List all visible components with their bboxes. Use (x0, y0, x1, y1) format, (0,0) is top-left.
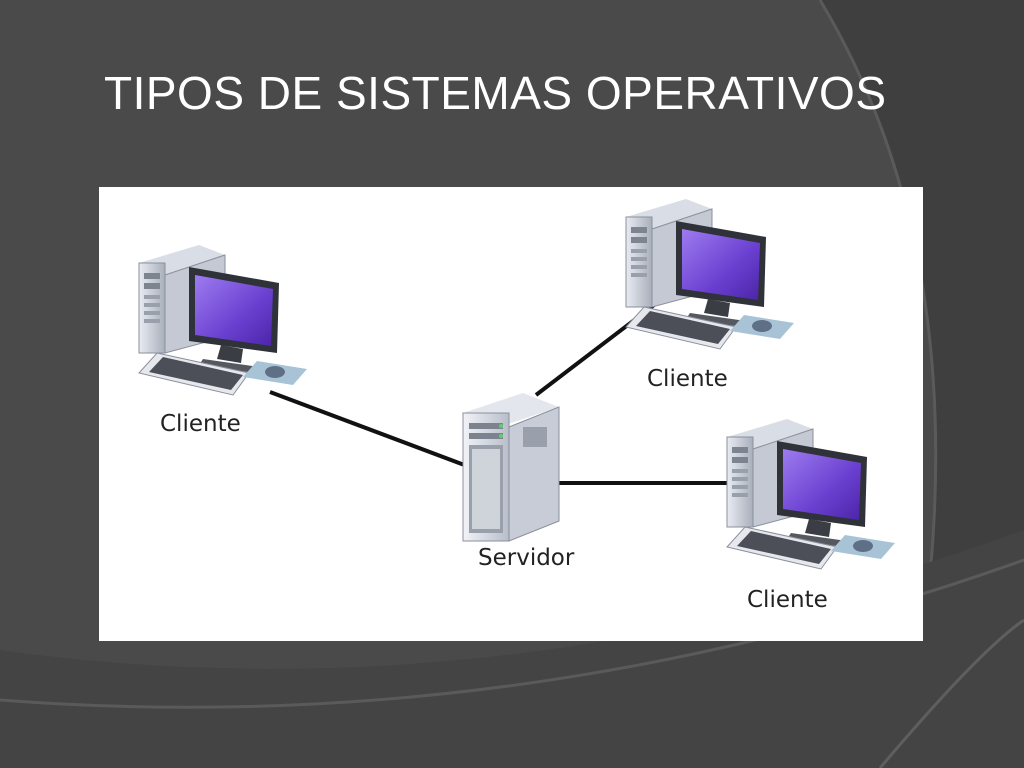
client-label-1: Cliente (160, 411, 241, 437)
client-computer-2 (625, 198, 795, 350)
desktop-computer-icon (726, 418, 896, 570)
client-computer-1 (138, 244, 308, 396)
server-tower-icon (462, 393, 560, 542)
network-diagram (138, 198, 896, 570)
client-label-3: Cliente (747, 587, 828, 613)
desktop-computer-icon (138, 244, 308, 396)
network-diagram-panel: Cliente Cliente Cliente Servidor (99, 187, 923, 641)
client-computer-3 (726, 418, 896, 570)
client-label-2: Cliente (647, 366, 728, 392)
desktop-computer-icon (625, 198, 795, 350)
link-server-to-client-1 (269, 390, 468, 468)
slide-title: TIPOS DE SISTEMAS OPERATIVOS (104, 67, 887, 119)
server-label: Servidor (478, 545, 575, 571)
